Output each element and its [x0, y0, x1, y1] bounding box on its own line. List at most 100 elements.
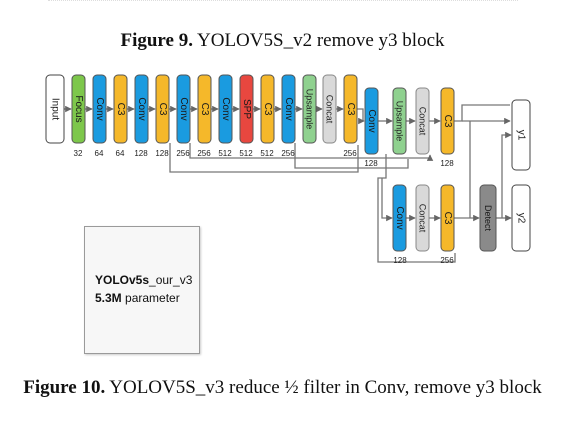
- block-label: Conv: [178, 97, 189, 120]
- block-label: y2: [516, 213, 527, 224]
- figure-9-label: Figure 9.: [120, 30, 193, 51]
- block-rect: [511, 184, 531, 252]
- arrow-c3_6-y1a: [454, 104, 510, 122]
- block-label: Conv: [94, 97, 105, 120]
- block-label: y1: [516, 130, 527, 141]
- param-count: 5.3M parameter: [95, 291, 180, 305]
- arrow-detect-y1: [501, 131, 512, 218]
- filter-count-conv6: 128: [364, 159, 378, 168]
- block-label: Conv: [394, 206, 405, 229]
- filter-count-focus: 32: [74, 149, 83, 158]
- top-dotted-border: [48, 0, 518, 5]
- skip-c3_3-concat1: [169, 143, 359, 173]
- filter-count-c3_6: 128: [440, 159, 454, 168]
- filter-count-spp: 512: [239, 149, 253, 158]
- filter-count-c3_4: 512: [260, 149, 274, 158]
- block-label: C3: [115, 103, 126, 116]
- block-rect: [92, 74, 107, 144]
- skip-c3_2-concat2: [189, 143, 434, 161]
- block-rect: [343, 74, 358, 144]
- block-rect: [479, 184, 497, 252]
- block-up1: Upsample: [302, 74, 317, 144]
- block-label: Input: [50, 98, 61, 120]
- block-c3_7: C3 256: [440, 184, 455, 265]
- block-rect: [197, 74, 212, 144]
- filter-count-c3_1: 64: [116, 149, 125, 158]
- model-name-rest: _our_v3: [149, 273, 193, 287]
- skip-conv5: [294, 143, 409, 169]
- filter-count-conv3: 256: [176, 149, 190, 158]
- block-conv5: Conv 256: [281, 74, 296, 158]
- filter-count-conv4: 512: [218, 149, 232, 158]
- block-rect: [218, 74, 233, 144]
- block-rect: [440, 184, 455, 252]
- block-concat3: Concat: [415, 184, 430, 252]
- block-label: Concat: [325, 95, 335, 124]
- block-label: Upsample: [305, 89, 315, 130]
- filter-count-conv2: 128: [134, 149, 148, 158]
- block-label: Focus: [73, 95, 84, 122]
- block-label: Conv: [366, 109, 377, 132]
- block-conv6: Conv 128: [364, 87, 379, 168]
- block-concat2: Concat: [415, 87, 430, 155]
- block-c3_3: C3 256: [197, 74, 212, 158]
- block-rect: [260, 74, 275, 144]
- block-label: C3: [442, 115, 453, 128]
- block-y2: y2: [511, 184, 531, 252]
- block-detect: Detect: [479, 184, 497, 252]
- block-conv2: Conv 128: [134, 74, 149, 158]
- model-name: YOLOv5s_our_v3: [95, 273, 192, 287]
- arrow-c3_5-conv6: [357, 108, 365, 125]
- filter-count-conv5: 256: [281, 149, 295, 158]
- block-rect: [440, 87, 455, 155]
- block-rect: [392, 184, 407, 252]
- filter-count-c3_2: 128: [155, 149, 169, 158]
- block-c3_2: C3 128: [155, 74, 170, 158]
- block-rect: [322, 74, 337, 144]
- block-label: C3: [157, 103, 168, 116]
- block-rect: [415, 184, 430, 252]
- block-label: C3: [199, 103, 210, 116]
- filter-count-c3_3: 256: [197, 149, 211, 158]
- figure-10-caption: Figure 10. YOLOV5S_v3 reduce ½ filter in…: [0, 376, 565, 399]
- filter-count-conv1: 64: [95, 149, 104, 158]
- block-rect: [176, 74, 191, 144]
- block-label: Conv: [136, 97, 147, 120]
- block-conv1: Conv 64: [92, 74, 107, 158]
- block-rect: [281, 74, 296, 144]
- figure-9-text: YOLOV5S_v2 remove y3 block: [192, 30, 445, 51]
- block-rect: [71, 74, 86, 144]
- block-concat1: Concat: [322, 74, 337, 144]
- block-label: SPP: [241, 99, 252, 119]
- block-rect: [302, 74, 317, 144]
- block-focus: Focus 32: [71, 74, 86, 158]
- figure-10-label: Figure 10.: [23, 377, 106, 398]
- block-label: Conv: [283, 97, 294, 120]
- filter-count-c3_7: 256: [440, 256, 454, 265]
- block-rect: [511, 99, 531, 171]
- block-label: Upsample: [395, 101, 405, 142]
- block-label: Detect: [483, 205, 493, 232]
- block-rect: [415, 87, 430, 155]
- block-rect: [239, 74, 254, 144]
- block-rect: [113, 74, 128, 144]
- param-count-bold: 5.3M: [95, 291, 122, 305]
- block-c3_1: C3 64: [113, 74, 128, 158]
- arrow-to-conv7: [381, 178, 393, 222]
- block-conv3: Conv 256: [176, 74, 191, 158]
- block-label: C3: [442, 212, 453, 225]
- block-spp: SPP 512: [239, 74, 254, 158]
- block-label: Concat: [418, 107, 428, 136]
- block-conv7: Conv 128: [392, 184, 407, 265]
- block-rect: [45, 74, 65, 144]
- block-label: Concat: [418, 204, 428, 233]
- figure-9-caption: Figure 9. YOLOV5S_v2 remove y3 block: [0, 30, 565, 52]
- block-c3_6: C3 128: [440, 87, 455, 168]
- filter-count-conv7: 128: [393, 256, 407, 265]
- block-rect: [134, 74, 149, 144]
- filter-count-c3_5: 256: [343, 149, 357, 158]
- block-rect: [364, 87, 379, 155]
